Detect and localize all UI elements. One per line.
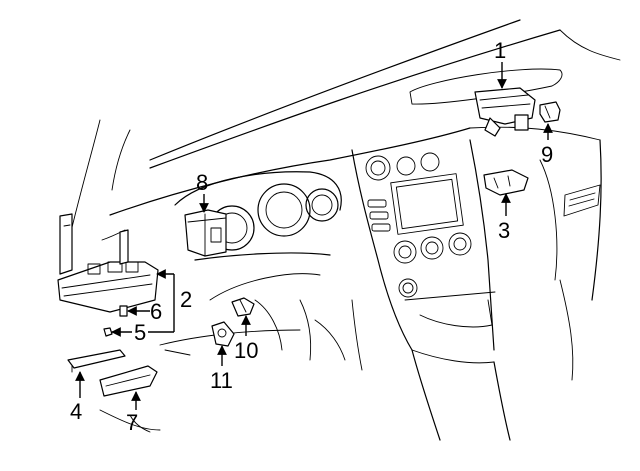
part-4-trim <box>67 349 126 373</box>
part-9-clip <box>539 101 561 123</box>
callout-9: 9 <box>541 142 553 167</box>
part-1-module <box>474 87 536 137</box>
part-5-clip <box>103 327 113 337</box>
part-10-connector <box>231 297 255 317</box>
callout-numbers: 1 2 3 4 5 6 7 8 9 10 11 <box>70 38 553 435</box>
part-8-block <box>184 209 227 257</box>
callout-8: 8 <box>196 170 208 195</box>
part-3-bracket <box>483 169 529 196</box>
dashboard-outline <box>61 19 621 441</box>
callout-5: 5 <box>134 320 146 345</box>
callout-10: 10 <box>234 338 258 363</box>
callout-6: 6 <box>150 299 162 324</box>
part-6-fuse <box>119 305 128 317</box>
part-11-sensor <box>211 321 235 347</box>
callout-3: 3 <box>498 218 510 243</box>
leader-lines <box>75 62 553 410</box>
part-2-junction <box>57 213 159 313</box>
callout-2: 2 <box>180 287 192 312</box>
part-7-cover <box>99 365 158 397</box>
callout-1: 1 <box>494 38 506 63</box>
callout-7: 7 <box>126 410 138 435</box>
callout-4: 4 <box>70 399 82 424</box>
callout-11: 11 <box>210 368 233 393</box>
